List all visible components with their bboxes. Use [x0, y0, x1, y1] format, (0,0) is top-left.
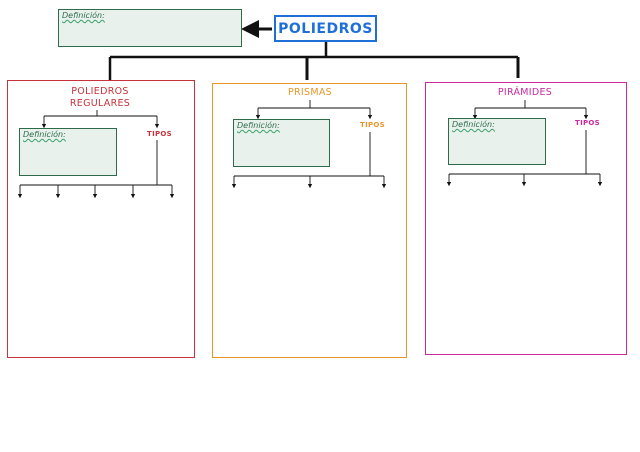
section-piramides	[425, 82, 627, 355]
prismas-definition-box: Definición:	[233, 119, 330, 167]
piramides-types-label: TIPOS	[575, 119, 601, 127]
piramides-definition-label: Definición:	[452, 120, 495, 129]
regulares-title: POLIEDROS REGULARES	[60, 86, 140, 110]
prismas-types-label: TIPOS	[360, 121, 386, 129]
main-title-text: POLIEDROS	[278, 20, 373, 37]
main-definition-label: Definición:	[62, 11, 105, 20]
section-prismas	[212, 83, 407, 358]
prismas-definition-label: Definición:	[237, 121, 280, 130]
section-regulares	[7, 80, 195, 358]
regulares-connectors	[17, 110, 175, 199]
main-definition-box: Definición:	[58, 9, 242, 47]
regulares-title-line1: POLIEDROS	[71, 86, 129, 97]
piramides-title-line1: PIRÁMIDES	[497, 87, 553, 98]
prismas-title-line1: PRISMAS	[288, 87, 332, 98]
prismas-connectors	[231, 100, 387, 189]
regulares-types-label: TIPOS	[147, 130, 173, 138]
main-title: POLIEDROS	[274, 15, 377, 42]
regulares-definition-label: Definición:	[23, 130, 66, 139]
piramides-connectors	[446, 100, 603, 187]
regulares-title-line2: REGULARES	[69, 98, 131, 109]
prismas-title: PRISMAS	[270, 87, 350, 99]
piramides-definition-box: Definición:	[448, 118, 546, 165]
regulares-definition-box: Definición:	[19, 128, 117, 176]
piramides-title: PIRÁMIDES	[480, 87, 570, 99]
